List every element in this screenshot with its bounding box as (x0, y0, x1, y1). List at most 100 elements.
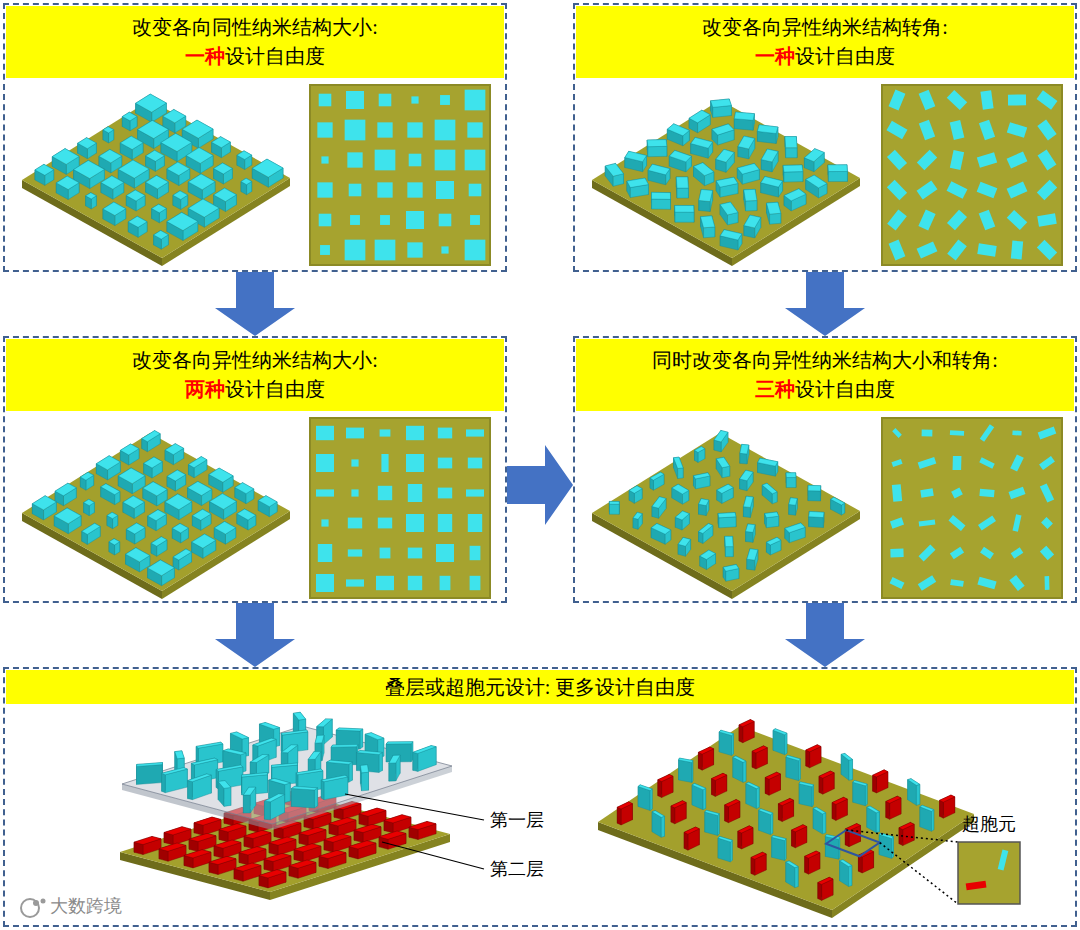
nano-block-top (244, 830, 271, 838)
top-view-ground (882, 418, 1062, 598)
nano-block-side (743, 507, 750, 518)
nano-block-top (101, 176, 124, 189)
nano-block-top (757, 125, 778, 134)
nano-block-top (867, 806, 880, 813)
top-view-ground (310, 85, 490, 265)
top-view-block (470, 215, 480, 225)
nano-block-top (609, 501, 619, 504)
top-view-block (346, 428, 364, 439)
top-view-block (890, 549, 903, 558)
nano-block-side (704, 227, 715, 238)
top-view-block (440, 576, 451, 590)
nano-block-top (192, 534, 216, 548)
nano-block-top (128, 216, 147, 227)
nano-block-top (336, 728, 362, 731)
top-view-block (316, 574, 334, 592)
nano-block-top (172, 523, 188, 532)
top-view-block (1013, 514, 1022, 532)
nano-block-top (235, 483, 254, 494)
nano-block-top (252, 159, 283, 177)
heading-line: 改变各向异性纳米结构大小: (132, 346, 378, 375)
nano-block-top (805, 851, 820, 858)
nano-block-top (35, 164, 54, 175)
top-view-block (321, 156, 328, 163)
nano-block-side (722, 466, 730, 478)
top-view-block (951, 488, 963, 499)
nano-block-side (806, 750, 810, 768)
substrate-side (272, 766, 452, 830)
nano-block-top (167, 470, 186, 481)
nano-block-top (651, 192, 670, 199)
nano-block-top (786, 861, 798, 868)
nano-block-top (386, 742, 413, 744)
design-panel: 同时改变各向异性纳米结构大小和转角:三种设计自由度 (573, 336, 1077, 603)
top-view-block (919, 520, 936, 527)
nano-block-top (264, 853, 291, 861)
top-view-block (1037, 120, 1056, 141)
top-view-block (350, 215, 360, 225)
freedom-count: 一种 (755, 45, 795, 67)
top-view-block (1038, 150, 1057, 171)
top-view-block (1009, 487, 1026, 499)
top-view-block (381, 454, 388, 472)
top-view-block (949, 515, 966, 531)
top-view-block (890, 577, 905, 589)
nano-block-top (173, 549, 191, 560)
nano-block-top (148, 510, 167, 521)
nano-block-top (293, 712, 305, 720)
watermark-icon (33, 900, 39, 906)
panel-heading: 同时改变各向异性纳米结构大小和转角: (652, 349, 998, 371)
nano-block-top (669, 150, 691, 161)
block-arrow (785, 603, 865, 667)
top-view-block (979, 457, 995, 468)
nano-block-top (101, 484, 120, 495)
nano-block-top (269, 778, 291, 784)
nano-block-side (699, 504, 707, 515)
freedom-count: 两种 (185, 378, 225, 400)
watermark-icon (41, 899, 46, 904)
nano-block-side (751, 857, 755, 875)
nano-block-top (799, 782, 813, 787)
substrate-side (162, 511, 290, 599)
watermark-icon (21, 899, 39, 917)
nano-block-top (164, 827, 191, 835)
nano-block-top (264, 794, 284, 802)
nano-block-top (765, 772, 780, 779)
nano-block-top (327, 760, 353, 764)
top-view-block (978, 515, 996, 530)
nano-block-top (210, 494, 237, 510)
nano-block-top (186, 148, 213, 164)
nano-block-top (237, 151, 252, 160)
nano-block-top (272, 763, 298, 767)
top-view-block (892, 428, 902, 438)
top-view-block (466, 489, 484, 496)
nano-block-top (792, 825, 807, 832)
top-view-block (889, 90, 906, 111)
top-view-block (470, 576, 481, 590)
nano-block-top (331, 745, 358, 748)
nano-block-top (738, 826, 753, 833)
nano-block-top (192, 509, 211, 520)
heading-band: 叠层或超胞元设计: 更多设计自由度 (6, 670, 1074, 704)
nano-block-side (264, 801, 270, 820)
nano-block-top (762, 483, 777, 494)
nano-block-top (699, 189, 713, 201)
nano-block-side (730, 840, 732, 862)
nano-block-top (744, 189, 757, 201)
top-view-block (375, 150, 396, 171)
nano-block-side (805, 856, 809, 874)
nano-block-top (672, 484, 689, 494)
nano-block-top (315, 735, 324, 743)
nano-block-top (617, 802, 632, 809)
heading-band: 改变各向异性纳米结构大小:两种设计自由度 (6, 339, 504, 411)
nano-block-top (138, 120, 169, 138)
nano-block-top (191, 758, 217, 765)
top-view-block (351, 459, 358, 466)
nano-block-top (761, 177, 783, 188)
nano-block-side (876, 812, 879, 833)
nano-block-top (281, 745, 297, 753)
top-view-block (441, 246, 448, 253)
nano-block-top (56, 176, 79, 189)
